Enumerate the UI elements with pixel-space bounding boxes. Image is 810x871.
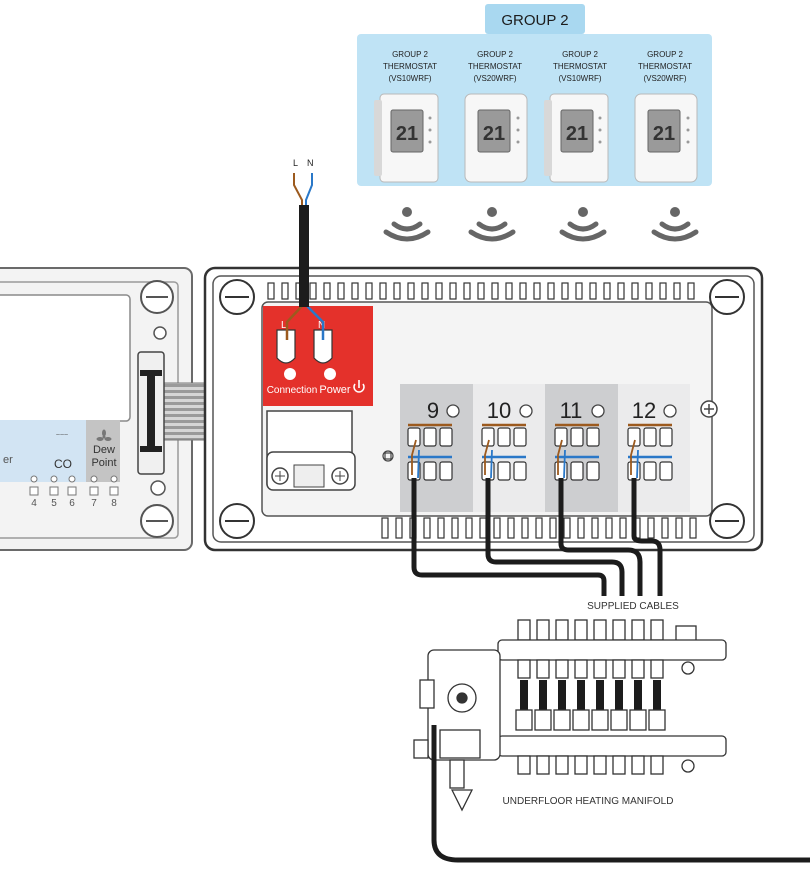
thermostat-device: 21 [634, 93, 698, 183]
wireless-signal-icon [651, 207, 699, 242]
thermostat-label-line1: GROUP 2 [477, 50, 513, 59]
terminal-number: 7 [91, 498, 97, 509]
power-module: L N Connection Power [263, 306, 373, 406]
point-label: Point [91, 457, 116, 469]
zone-terminals [407, 427, 673, 481]
wiring-centre: L N Connection Power 9 10 11 12 [203, 238, 764, 552]
thermostat-display: 21 [483, 123, 505, 145]
thermostat-label-line2: THERMOSTAT [468, 62, 522, 71]
thermostat-label-line3: (VS20WRF) [643, 74, 686, 83]
fan-icon [96, 429, 112, 441]
zone-led [519, 404, 533, 418]
co-symbol: ~~~ [56, 432, 68, 439]
side-terminals [29, 475, 119, 496]
power-label: Power [319, 384, 351, 396]
thermostat-1: GROUP 2 THERMOSTAT (VS10WRF) 21 [374, 50, 439, 183]
thermostat-label-line1: GROUP 2 [647, 50, 683, 59]
terminal-number: 6 [69, 498, 75, 509]
group-header-tab [485, 4, 585, 34]
group-panel: GROUP 2 GROUP 2 THERMOSTAT (VS10WRF) 21 … [357, 4, 712, 186]
wireless-signals [383, 207, 699, 242]
top-vents [267, 282, 695, 300]
mains-cable [299, 205, 309, 307]
thermostat-display: 21 [396, 123, 418, 145]
power-led [324, 368, 336, 380]
group-title: GROUP 2 [501, 12, 568, 29]
dew-label: Dew [93, 444, 115, 456]
thermostat-label-line2: THERMOSTAT [638, 62, 692, 71]
mains-n-label: N [307, 158, 314, 168]
zone-number: 9 [427, 398, 439, 423]
thermostat-label-line3: (VS20WRF) [473, 74, 516, 83]
screw-icon [153, 326, 167, 340]
zone-led [446, 404, 460, 418]
thermostat-display: 21 [566, 123, 588, 145]
corner-screws [219, 279, 745, 539]
terminal-colour-bars [408, 423, 672, 459]
side-module-er-label: er [3, 454, 13, 466]
mains-l-label: L [293, 158, 298, 168]
thermostat-device: 21 [544, 93, 609, 183]
power-l-label: L [281, 320, 287, 331]
thermostat-label-line3: (VS10WRF) [388, 74, 431, 83]
thermostat-label-line3: (VS10WRF) [558, 74, 601, 83]
bottom-vents [381, 517, 697, 539]
thermostat-device: 21 [464, 93, 528, 183]
mains-input: L N [293, 158, 314, 307]
thermostat-3: GROUP 2 THERMOSTAT (VS10WRF) 21 [544, 50, 609, 183]
manifold [413, 619, 727, 812]
zone-12-panel [618, 384, 690, 512]
co-label: CO [54, 457, 72, 471]
screw-icon [150, 480, 166, 496]
cable-clamp [266, 410, 356, 491]
zone-number: 10 [487, 398, 511, 423]
group-panel-bg [357, 34, 712, 186]
thermostat-display: 21 [653, 123, 675, 145]
terminal-number: 8 [111, 498, 117, 509]
power-n-label: N [318, 320, 325, 331]
fuse-icon [382, 450, 394, 462]
terminal-number: 5 [51, 498, 57, 509]
thermostat-label-line1: GROUP 2 [392, 50, 428, 59]
live-terminal [276, 329, 296, 364]
wireless-signal-icon [383, 207, 431, 242]
power-icon [353, 380, 365, 393]
zone-number: 12 [632, 398, 656, 423]
wireless-signal-icon [468, 207, 516, 242]
thermostat-label-line2: THERMOSTAT [383, 62, 437, 71]
zone-10-panel [473, 384, 545, 512]
terminal-number: 4 [31, 498, 37, 509]
zone-number: 11 [560, 398, 583, 423]
supplied-cables-label: SUPPLIED CABLES [587, 601, 679, 612]
neutral-terminal [313, 329, 333, 364]
wireless-signal-icon [559, 207, 607, 242]
thermostat-label-line1: GROUP 2 [562, 50, 598, 59]
connection-label: Connection [267, 385, 318, 396]
zone-wires [411, 439, 639, 479]
zone-led [591, 404, 605, 418]
supply-pipe [431, 725, 810, 863]
thermostat-label-line2: THERMOSTAT [553, 62, 607, 71]
side-module: er ~~~ CO Dew Point 4 5 6 7 8 [0, 267, 193, 551]
supplied-cables [411, 478, 663, 596]
connection-led [284, 368, 296, 380]
small-screw-icon [700, 400, 718, 418]
thermostat-2: GROUP 2 THERMOSTAT (VS20WRF) 21 [464, 50, 528, 183]
zone-11-panel [545, 384, 618, 512]
manifold-label: UNDERFLOOR HEATING MANIFOLD [503, 796, 674, 807]
thermostat-device: 21 [374, 93, 439, 183]
thermostat-4: GROUP 2 THERMOSTAT (VS20WRF) 21 [634, 50, 698, 183]
zone-led [663, 404, 677, 418]
